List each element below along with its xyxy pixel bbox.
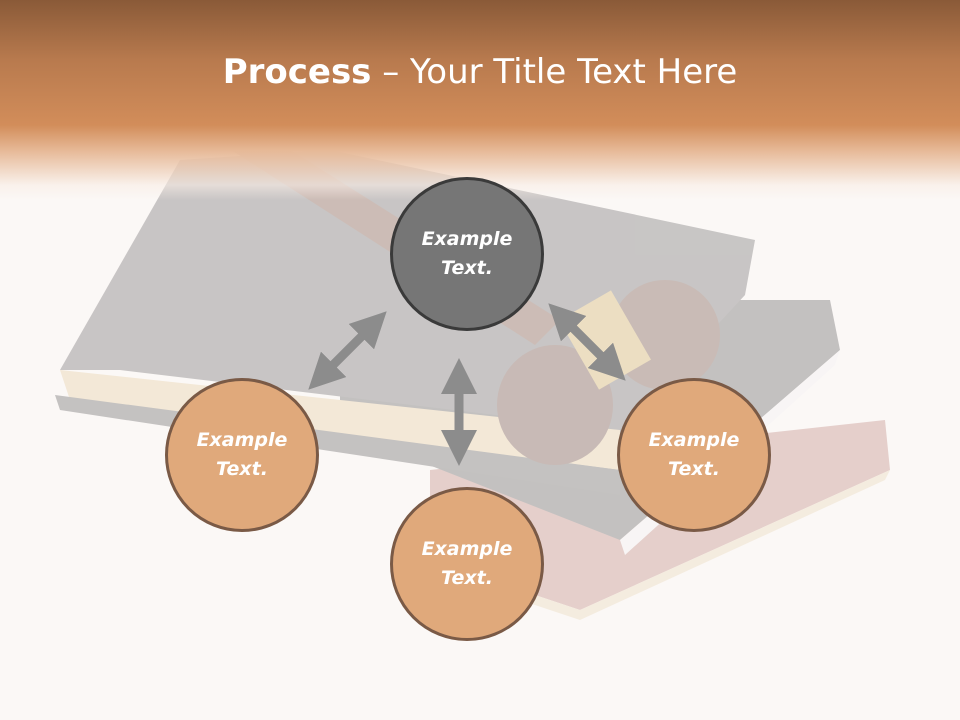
node-left-line2: Text. bbox=[216, 458, 268, 480]
node-top-line2: Text. bbox=[441, 257, 493, 279]
node-left-line1: Example bbox=[196, 429, 288, 451]
node-top-line1: Example bbox=[421, 228, 513, 250]
node-bottom-line2: Text. bbox=[441, 567, 493, 589]
node-right-line2: Text. bbox=[668, 458, 720, 480]
node-right-line1: Example bbox=[648, 429, 740, 451]
slide-title: Process – Your Title Text Here bbox=[0, 52, 960, 92]
node-bottom-line1: Example bbox=[421, 538, 513, 560]
arrow-top-right bbox=[548, 303, 626, 381]
arrow-top-left bbox=[308, 311, 387, 390]
title-band bbox=[0, 0, 960, 200]
title-bold-part: Process bbox=[222, 52, 372, 92]
title-rest-part: – Your Title Text Here bbox=[371, 52, 738, 92]
